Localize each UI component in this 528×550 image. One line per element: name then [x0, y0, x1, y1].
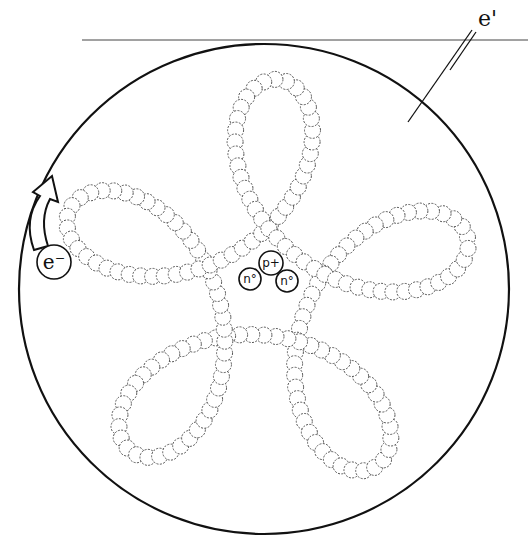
node-label: n° [280, 275, 294, 287]
neutron-circle: n° [238, 267, 262, 291]
node-label: e⁻ [43, 252, 65, 272]
leader-line [450, 32, 476, 70]
scan-line [82, 40, 528, 41]
circle-outline [37, 245, 71, 279]
node-label: n° [243, 273, 257, 285]
circle-outline [239, 268, 261, 290]
bead [460, 240, 476, 256]
direction-arrow [30, 176, 58, 250]
atom-boundary [19, 44, 509, 534]
circle-outline [276, 270, 298, 292]
circle-outline [259, 251, 283, 275]
leader-line [408, 30, 472, 122]
electron-bead-chain [59, 71, 476, 478]
neutron-circle: n° [275, 269, 299, 293]
node-label: p+ [262, 257, 280, 269]
electron-label: e' [478, 6, 497, 31]
electron-circle: e⁻ [36, 244, 72, 280]
